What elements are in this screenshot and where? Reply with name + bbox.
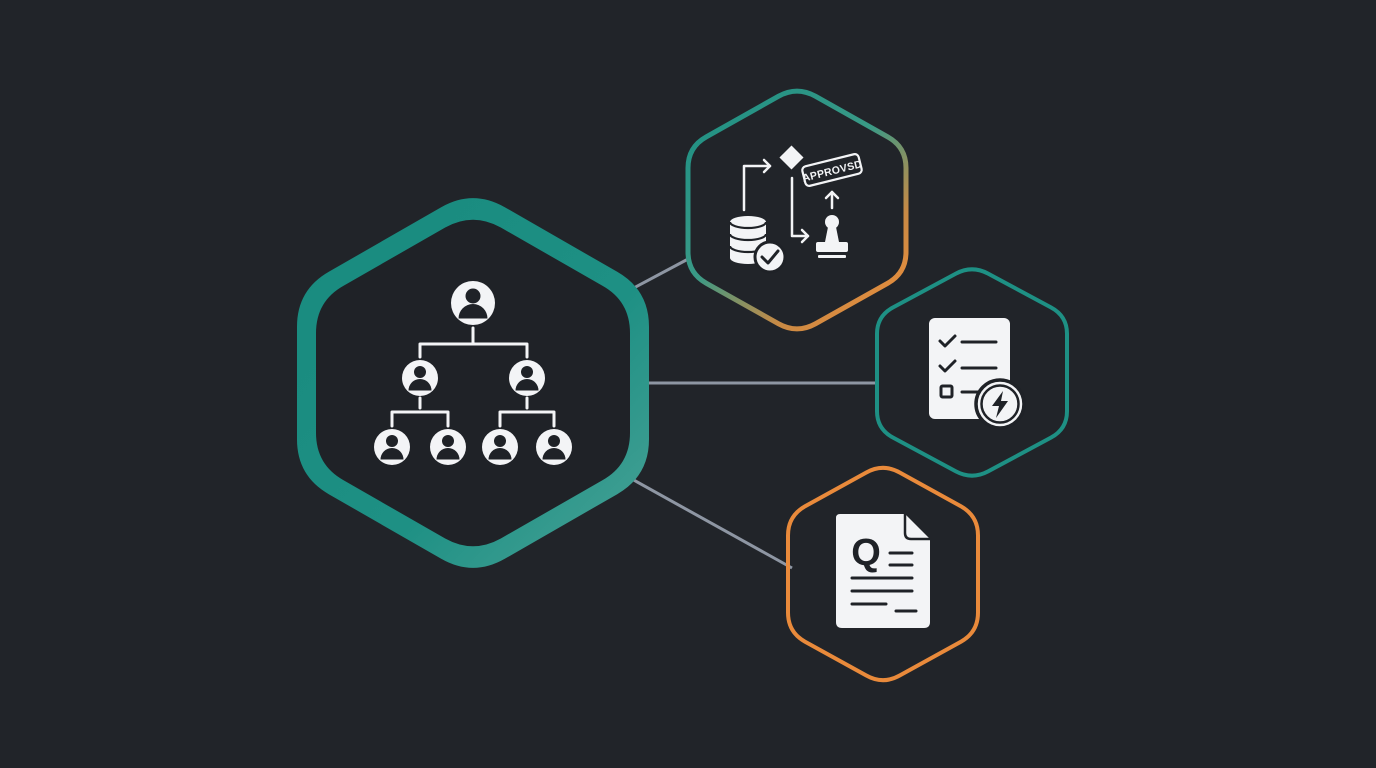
approved-stamp-icon: APPROVSD [801,153,864,187]
connector-org-query [629,476,793,570]
document-fold [903,514,930,541]
node-org-hierarchy[interactable] [297,198,649,568]
connector-org-approval [629,256,691,292]
document-paper [836,514,930,628]
checklist-node-hexagon [875,267,1069,478]
org-chart-icon [374,281,572,465]
node-approval-workflow[interactable]: APPROVSD [685,88,909,332]
check-badge-icon [753,240,787,274]
lightning-badge-icon [974,378,1026,430]
person-icon-mid-left [402,360,438,396]
person-icon-bottom-4 [536,429,572,465]
person-icon-top [451,281,495,325]
decision-diamond-icon [779,145,804,170]
rubber-stamp-icon [816,215,848,258]
query-letter: Q [851,532,881,574]
query-node-hexagon [786,465,980,683]
node-query-document[interactable]: Q [786,465,980,683]
approval-workflow-icon: APPROVSD [728,145,864,274]
person-icon-bottom-3 [482,429,518,465]
person-icon-bottom-2 [430,429,466,465]
checklist-lightning-icon [929,318,1026,430]
person-icon-bottom-1 [374,429,410,465]
person-icon-mid-right [509,360,545,396]
node-checklist[interactable] [875,267,1069,478]
query-document-icon: Q [836,514,930,628]
approval-node-hexagon [685,88,909,332]
